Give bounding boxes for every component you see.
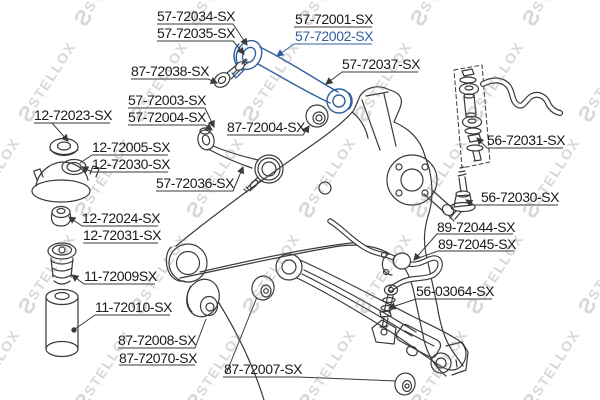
part-label-57-72035-sx[interactable]: 57-72035-SX (157, 25, 236, 41)
part-label-56-72030-sx[interactable]: 56-72030-SX (481, 189, 560, 205)
part-label-57-72037-sx[interactable]: 57-72037-SX (342, 56, 421, 72)
part-label-87-72038-sx[interactable]: 87-72038-SX (131, 63, 210, 79)
part-label-12-72005-sx[interactable]: 12-72005-SX (92, 139, 171, 155)
part-label-57-72034-sx[interactable]: 57-72034-SX (157, 8, 236, 24)
part-label-89-72045-sx[interactable]: 89-72045-SX (438, 236, 517, 252)
part-label-56-72031-sx[interactable]: 56-72031-SX (487, 132, 566, 148)
part-label-89-72044-sx[interactable]: 89-72044-SX (437, 219, 516, 235)
part-label-12-72024-sx[interactable]: 12-72024-SX (82, 210, 161, 226)
part-label-87-72004-sx[interactable]: 87-72004-SX (227, 119, 306, 135)
part-label-12-72023-sx[interactable]: 12-72023-SX (34, 107, 113, 123)
part-label-56-03064-sx[interactable]: 56-03064-SX (416, 283, 495, 299)
part-label-57-72003-sx[interactable]: 57-72003-SX (128, 92, 207, 108)
part-label-87-72008-sx[interactable]: 87-72008-SX (118, 332, 197, 348)
part-label-87-72070-sx[interactable]: 87-72070-SX (119, 350, 198, 366)
part-label-57-72001-sx[interactable]: 57-72001-SX (295, 11, 374, 27)
part-label-11-72010-sx[interactable]: 11-72010-SX (95, 299, 173, 315)
part-label-87-72007-sx[interactable]: 87-72007-SX (224, 361, 303, 377)
part-label-12-72031-sx[interactable]: 12-72031-SX (83, 227, 162, 243)
part-label-57-72002-sx-selected[interactable]: 57-72002-SX (295, 28, 374, 44)
part-label-11-72009sx[interactable]: 11-72009SX (84, 268, 157, 284)
part-label-57-72036-sx[interactable]: 57-72036-SX (156, 175, 235, 191)
part-label-57-72004-sx[interactable]: 57-72004-SX (128, 109, 207, 125)
part-label-12-72030-sx[interactable]: 12-72030-SX (92, 156, 171, 172)
